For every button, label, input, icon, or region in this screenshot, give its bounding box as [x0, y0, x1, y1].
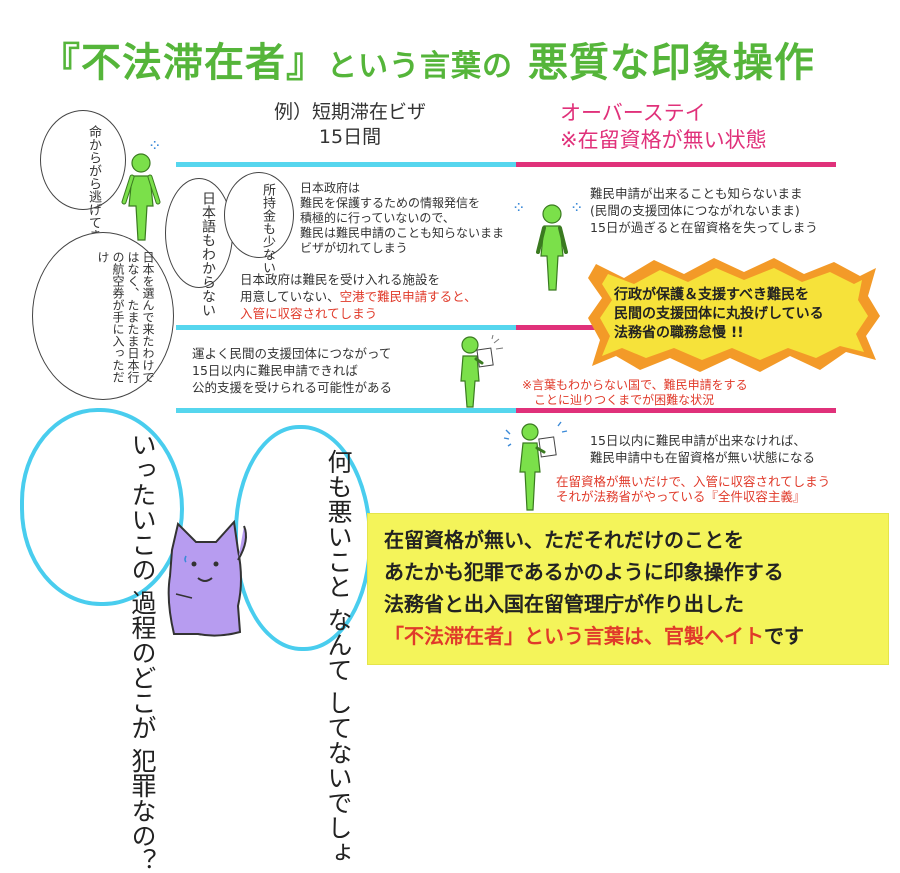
note-support-line2: 15日以内に難民申請できれば — [192, 363, 358, 378]
note-unaware-line2: (民間の支援団体につながれないまま) — [590, 203, 800, 218]
sweat-drops-1-icon: ⁘ — [148, 136, 162, 155]
alert-text-line1: 行政が保護＆支援すべき難民を — [614, 287, 810, 303]
timeline-cyan-2 — [176, 325, 516, 330]
alert-text-line3: 法務省の職務怠慢 !! — [614, 325, 744, 341]
note-support: 運よく民間の支援団体につながって 15日以内に難民申請できれば 公的支援を受けら… — [192, 345, 392, 396]
bubble-not-chose-japan: 日本を選んで来たわけではなく、たまたま日本行の航空券が手に入っただけ — [32, 232, 174, 400]
conclusion-line4-black: です — [764, 624, 804, 648]
note-detention: 在留資格が無いだけで、入管に収容されてしまう それが法務省がやっている『全件収容… — [556, 474, 830, 504]
header-short-stay-line1: 例）短期滞在ビザ — [273, 101, 426, 123]
bubble-no-money: 所持金も少ない — [224, 172, 294, 274]
timeline-cyan-1 — [176, 162, 516, 167]
refugee-figure-3 — [536, 204, 568, 291]
note-facility-line3: 入管に収容されてしまう — [240, 306, 378, 321]
title-part3: 悪質な印象操作 — [527, 40, 815, 86]
note-gov-info-line5: ビザが切れてしまう — [300, 241, 408, 255]
note-gov-info: 日本政府は 難民を保護するための情報発信を 積極的に行っていないので、 難民は難… — [300, 181, 504, 256]
note-difficulty-line2: ことに辿りつくまでが困難な状況 — [534, 393, 715, 407]
conclusion-text: 在留資格が無い、ただそれだけのことを あたかも犯罪であるかのように印象操作する … — [384, 524, 804, 652]
note-facility-line2a: 用意していない、 — [240, 289, 340, 304]
note-facility-line1: 日本政府は難民を受け入れる施設を — [240, 272, 441, 287]
header-overstay: オーバーステイ ※在留資格が無い状態 — [560, 100, 840, 154]
timeline-pink-3 — [516, 408, 836, 413]
conclusion-line4: 「不法滞在者」という言葉は、官製ヘイトです — [384, 620, 804, 652]
note-facility-line2b: 空港で難民申請すると、 — [339, 289, 477, 304]
note-support-line1: 運よく民間の支援団体につながって — [192, 346, 392, 361]
cat-speech-right-line2: なんて — [324, 606, 353, 682]
note-facility: 日本政府は難民を受け入れる施設を 用意していない、空港で難民申請すると、 入管に… — [240, 271, 477, 322]
note-gov-info-line3: 積極的に行っていないので、 — [300, 211, 455, 225]
note-difficulty-line1: ※言葉もわからない国で、難民申請をする — [522, 378, 748, 392]
cat-speech-right-text: 何も悪いこと なんて してないでしょ — [323, 449, 354, 865]
conclusion-box: 在留資格が無い、ただそれだけのことを あたかも犯罪であるかのように印象操作する … — [367, 513, 889, 665]
alert-burst — [588, 258, 880, 372]
cat-speech-left-line3: 犯罪なの？ — [128, 747, 157, 873]
note-unaware-line3: 15日が過ぎると在留資格を失ってしまう — [590, 220, 818, 235]
header-overstay-line1: オーバーステイ — [560, 101, 706, 125]
cat-speech-right-line3: してないでしょ — [324, 689, 353, 865]
note-gov-info-line2: 難民を保護するための情報発信を — [300, 196, 481, 210]
title-part2: という言葉の — [327, 49, 513, 84]
page-title: 『不法滞在者』という言葉の 悪質な印象操作 — [40, 30, 870, 94]
sweat-drops-3-icon: ⁘ — [570, 198, 584, 217]
cat-speech-left-line1: いったいこの — [128, 432, 157, 582]
note-unaware-line1: 難民申請が出来ることも知らないまま — [590, 186, 803, 201]
refugee-figure-2 — [460, 335, 504, 408]
cat-speech-bubble-right: 何も悪いこと なんて してないでしょ — [234, 425, 372, 865]
cat-speech-right-line1: 何も悪いこと — [324, 449, 353, 599]
header-short-stay: 例）短期滞在ビザ 15日間 — [240, 100, 460, 150]
header-short-stay-line2: 15日間 — [318, 126, 382, 148]
note-difficulty: ※言葉もわからない国で、難民申請をする ことに辿りつくまでが困難な状況 — [522, 378, 748, 408]
bubble-no-money-text: 所持金も少ない — [260, 183, 275, 274]
conclusion-line3: 法務省と出入国在留管理庁が作り出した — [384, 592, 744, 616]
conclusion-line4-red: 「不法滞在者」という言葉は、官製ヘイト — [384, 624, 764, 648]
purple-cat-icon — [167, 520, 247, 637]
bubble-no-japanese-text: 日本語もわからない — [200, 191, 216, 317]
alert-text-line2: 民間の支援団体に丸投げしている — [614, 306, 824, 322]
header-overstay-line2: ※在留資格が無い状態 — [560, 128, 767, 152]
cat-speech-left-line2: 過程のどこが — [128, 589, 157, 740]
timeline-pink-2 — [516, 325, 606, 330]
timeline-pink-1 — [516, 162, 836, 167]
alert-text: 行政が保護＆支援すべき難民を 民間の支援団体に丸投げしている 法務省の職務怠慢 … — [614, 286, 824, 343]
conclusion-line1: 在留資格が無い、ただそれだけのことを — [384, 528, 744, 552]
bubble-escape-text: 命からがら逃げてきた — [86, 125, 101, 255]
note-no-apply-line1: 15日以内に難民申請が出来なければ、 — [590, 433, 806, 448]
note-gov-info-line4: 難民は難民申請のことも知らないまま — [300, 226, 505, 240]
timeline-cyan-3 — [176, 408, 516, 413]
note-no-apply-line2: 難民申請中も在留資格が無い状態になる — [590, 450, 816, 465]
conclusion-line2: あたかも犯罪であるかのように印象操作する — [384, 560, 784, 584]
note-detention-line1: 在留資格が無いだけで、入管に収容されてしまう — [556, 474, 831, 489]
note-facility-line2: 用意していない、空港で難民申請すると、 — [240, 288, 477, 305]
bubble-no-japanese: 日本語もわからない — [165, 178, 233, 317]
sweat-drops-2-icon: ⁘ — [512, 198, 526, 217]
bubble-escape: 命からがら逃げてきた — [40, 110, 126, 255]
note-support-line3: 公的支援を受けられる可能性がある — [192, 380, 393, 395]
note-gov-info-line1: 日本政府は — [300, 181, 361, 195]
note-detention-line2: それが法務省がやっている『全件収容主義』 — [556, 489, 806, 504]
refugee-figure-4 — [503, 421, 568, 511]
bubble-not-chose-japan-text: 日本を選んで来たわけではなく、たまたま日本行の航空券が手に入っただけ — [96, 251, 155, 383]
cat-speech-left-text: いったいこの 過程のどこが 犯罪なの？ — [127, 432, 158, 873]
note-no-apply: 15日以内に難民申請が出来なければ、 難民申請中も在留資格が無い状態になる — [590, 432, 815, 466]
note-unaware: 難民申請が出来ることも知らないまま (民間の支援団体につながれないまま) 15日… — [590, 185, 818, 236]
title-part1: 『不法滞在者』 — [40, 40, 327, 86]
refugee-figure-1 — [121, 153, 161, 241]
